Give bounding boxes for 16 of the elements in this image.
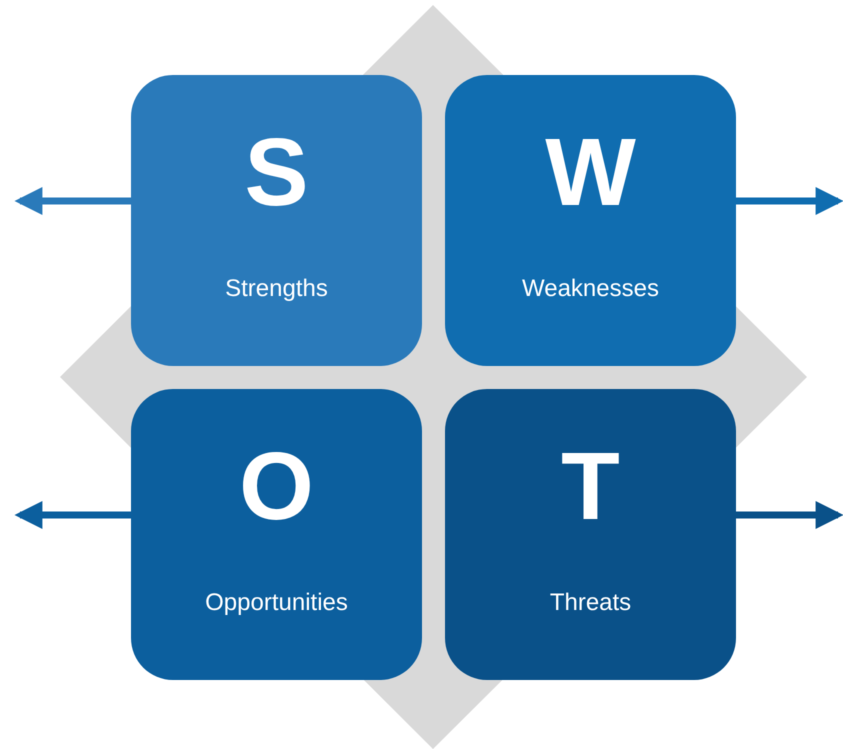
swot-letter: W [544, 125, 637, 221]
quadrant-title: Threats [548, 589, 632, 618]
quadrant-title: Weaknesses [521, 275, 660, 304]
swot-letter: T [560, 439, 621, 535]
swot-card [131, 75, 422, 366]
quadrant-title: Strengths [224, 275, 329, 304]
arrow [736, 187, 843, 215]
arrow [14, 187, 131, 215]
swot-letter: O [238, 439, 315, 535]
swot-card [445, 389, 736, 680]
arrow [736, 501, 843, 529]
swot-letter: S [243, 125, 310, 221]
quadrant-title: Opportunities [204, 589, 349, 618]
swot-card [445, 75, 736, 366]
swot-card [131, 389, 422, 680]
arrow [14, 501, 131, 529]
